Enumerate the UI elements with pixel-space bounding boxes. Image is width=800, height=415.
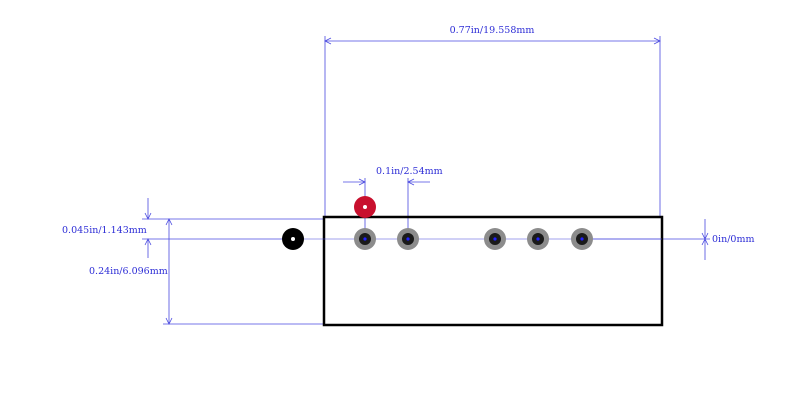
offset-top-dimension: 0.045in/1.143mm — [62, 198, 325, 258]
zero-offset-label: 0in/0mm — [712, 234, 754, 245]
pad — [397, 228, 419, 250]
pin-one-marker — [354, 196, 376, 218]
component-outline — [322, 215, 664, 327]
offset-top-label: 0.045in/1.143mm — [62, 225, 147, 236]
pad — [354, 228, 376, 250]
pitch-label: 0.1in/2.54mm — [376, 166, 443, 177]
mounting-hole — [282, 228, 304, 250]
pad — [484, 228, 506, 250]
body-height-label: 0.24in/6.096mm — [89, 266, 168, 277]
zero-offset-dimension: 0in/0mm — [583, 219, 754, 260]
pad — [571, 228, 593, 250]
pad — [527, 228, 549, 250]
body-height-dimension: 0.24in/6.096mm — [89, 218, 325, 325]
overall-width-label: 0.77in/19.558mm — [450, 25, 535, 36]
overall-width-dimension: 0.77in/19.558mm — [324, 25, 661, 216]
